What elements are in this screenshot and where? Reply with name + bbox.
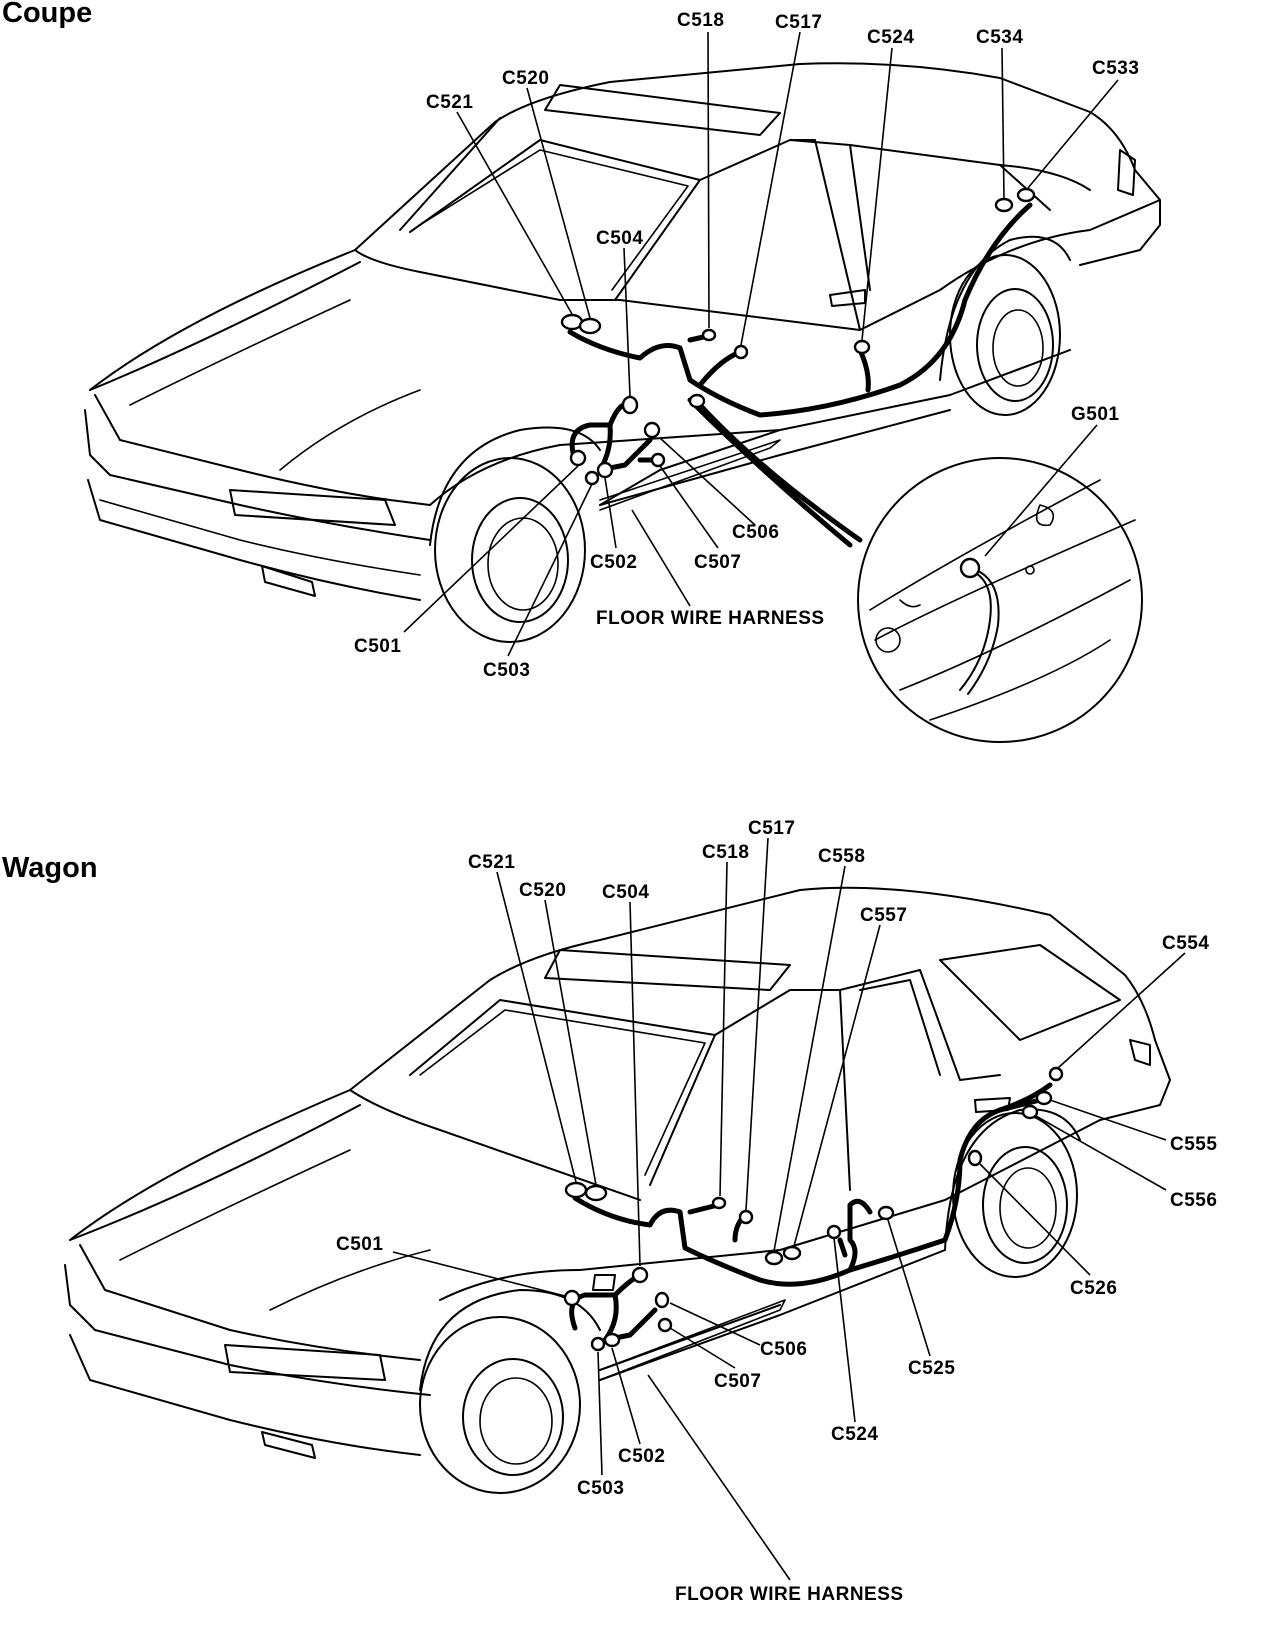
coupe-connector-c534 — [994, 197, 1014, 213]
wagon-connector-c524 — [826, 1224, 842, 1240]
coupe-connector-g501-bolt — [688, 393, 706, 409]
coupe-g501-inset — [857, 457, 1143, 743]
coupe-connector-c506 — [643, 421, 661, 439]
coupe-label-c506: C506 — [732, 522, 779, 543]
wagon-connector-c556 — [1021, 1104, 1039, 1120]
coupe-label-c517: C517 — [775, 12, 822, 33]
wagon-connector-c502 — [603, 1332, 621, 1348]
coupe-connector-c518 — [701, 328, 717, 342]
coupe-car-illustration — [84, 62, 1161, 643]
wagon-connector-c554 — [1048, 1066, 1064, 1082]
coupe-connector-c507 — [650, 452, 666, 468]
wagon-connector-c507 — [657, 1317, 673, 1333]
coupe-leaders — [403, 31, 1119, 657]
coupe-label-c521: C521 — [426, 92, 473, 113]
coupe-label-c504: C504 — [596, 228, 643, 249]
wagon-connector-c517 — [738, 1209, 754, 1225]
wagon-connectors — [563, 1066, 1064, 1352]
wagon-connector-c557 — [782, 1245, 802, 1261]
wagon-label-c521: C521 — [468, 852, 515, 873]
coupe-label-g501: G501 — [1071, 404, 1119, 425]
wagon-connector-c521 — [564, 1181, 588, 1199]
coupe-labels: C518 C517 C524 C534 C533 C520 C521 C504 … — [354, 10, 1139, 681]
coupe-label-c533: C533 — [1092, 58, 1139, 79]
wagon-connector-c504 — [631, 1266, 649, 1284]
wagon-label-c520: C520 — [519, 880, 566, 901]
coupe-connector-c501 — [569, 449, 587, 467]
coupe-label-c507: C507 — [694, 552, 741, 573]
coupe-label-c501: C501 — [354, 636, 401, 657]
wagon-label-c556: C556 — [1170, 1190, 1217, 1211]
wagon-label-c557: C557 — [860, 905, 907, 926]
coupe-label-c524: C524 — [867, 27, 914, 48]
coupe-connector-c520 — [578, 317, 602, 335]
coupe-title: Coupe — [2, 0, 92, 29]
wagon-label-c524: C524 — [831, 1424, 878, 1445]
coupe-connector-c504 — [621, 395, 639, 415]
wagon-connector-c518 — [711, 1196, 727, 1210]
wagon-label-c526: C526 — [1070, 1278, 1117, 1299]
wagon-connector-c526 — [967, 1149, 983, 1167]
wagon-label-floor-harness: FLOOR WIRE HARNESS — [675, 1584, 904, 1605]
wagon-car-illustration — [64, 886, 1171, 1494]
coupe-connector-c533 — [1016, 187, 1036, 203]
wagon-label-c517: C517 — [748, 818, 795, 839]
g501-ground-bolt — [959, 557, 981, 579]
wagon-label-c507: C507 — [714, 1371, 761, 1392]
wagon-connector-c558 — [764, 1250, 784, 1266]
coupe-figure: Coupe — [2, 0, 1161, 743]
coupe-connector-c524 — [853, 339, 871, 355]
coupe-connector-c503 — [584, 470, 600, 486]
wagon-labels: C517 C518 C558 C521 C520 C504 C557 C554 … — [336, 818, 1217, 1605]
wagon-label-c525: C525 — [908, 1358, 955, 1379]
wagon-label-c555: C555 — [1170, 1134, 1217, 1155]
wagon-label-c501: C501 — [336, 1234, 383, 1255]
coupe-label-c502: C502 — [590, 552, 637, 573]
wagon-title: Wagon — [2, 852, 98, 884]
wagon-connector-c525 — [877, 1205, 895, 1221]
coupe-label-c503: C503 — [483, 660, 530, 681]
wagon-label-c504: C504 — [602, 882, 649, 903]
wagon-label-c558: C558 — [818, 846, 865, 867]
coupe-label-c518: C518 — [677, 10, 724, 31]
wagon-leaders — [392, 837, 1186, 1581]
wagon-label-c503: C503 — [577, 1478, 624, 1499]
wagon-label-c554: C554 — [1162, 933, 1209, 954]
wagon-connector-c503 — [590, 1336, 606, 1352]
wagon-label-c518: C518 — [702, 842, 749, 863]
wagon-connector-c506 — [654, 1291, 670, 1309]
wagon-figure: Wagon — [2, 818, 1217, 1605]
wagon-label-c502: C502 — [618, 1446, 665, 1467]
coupe-label-c534: C534 — [976, 27, 1023, 48]
coupe-label-c520: C520 — [502, 68, 549, 89]
wagon-connector-c501 — [563, 1289, 581, 1307]
wagon-connector-c555 — [1035, 1090, 1053, 1106]
coupe-label-floor-harness: FLOOR WIRE HARNESS — [596, 608, 825, 629]
coupe-connector-c502 — [596, 461, 614, 479]
coupe-connectors — [560, 187, 1036, 486]
coupe-connector-c517 — [733, 344, 749, 360]
wagon-label-c506: C506 — [760, 1339, 807, 1360]
wagon-connector-c520 — [584, 1184, 608, 1202]
